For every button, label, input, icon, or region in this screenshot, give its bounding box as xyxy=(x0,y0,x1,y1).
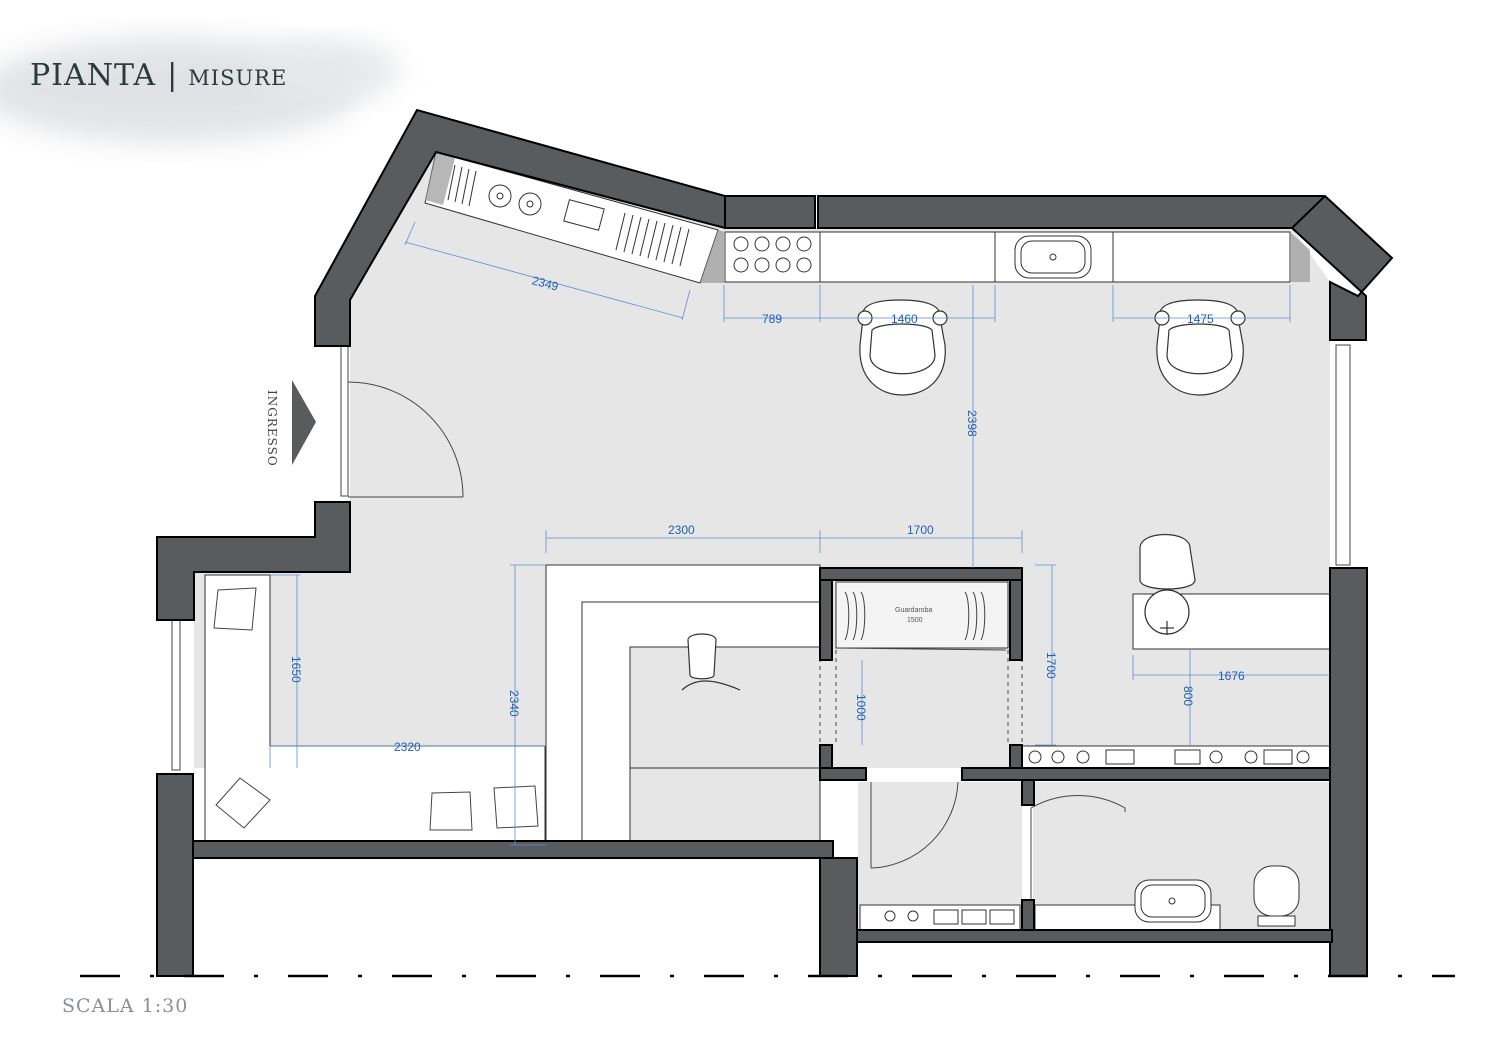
wall-mid-1 xyxy=(819,767,867,781)
wall-right-lower xyxy=(1329,567,1368,977)
title-main: PIANTA xyxy=(30,58,156,93)
bath-door-2 xyxy=(1030,795,1126,900)
entrance-arrow-icon xyxy=(292,380,316,465)
wall-left-step xyxy=(156,501,351,621)
title-separator: | xyxy=(167,58,178,93)
wall-mid-2 xyxy=(961,767,1331,781)
dim-2340: 2340 xyxy=(507,690,521,717)
dim-800: 800 xyxy=(1181,686,1195,706)
entrance-door-swing xyxy=(347,381,464,498)
hatch-ends xyxy=(425,152,1310,283)
chair-desk xyxy=(1139,533,1196,635)
dim-2349: 2349 xyxy=(530,273,560,294)
wall-bath-divider xyxy=(1021,899,1035,931)
wall-top-2 xyxy=(817,195,1324,229)
wall-mid-5 xyxy=(1009,744,1023,769)
chair-counter xyxy=(681,633,741,691)
page-title: PIANTA | MISURE xyxy=(30,58,287,93)
sink-top xyxy=(1014,235,1092,279)
wardrobe-label: Guardaroba xyxy=(895,607,932,614)
bath-counter-left xyxy=(859,904,1021,931)
entrance-label: INGRESSO xyxy=(265,390,279,467)
armchair-1 xyxy=(857,299,948,396)
wall-wardrobe-left xyxy=(819,567,833,661)
dim-1475: 1475 xyxy=(1187,312,1214,326)
dimension-labels: 2349 789 1460 1475 2398 2300 1700 1650 2… xyxy=(289,273,1245,754)
dim-2398: 2398 xyxy=(965,410,979,437)
doors xyxy=(171,344,1351,900)
hob-top xyxy=(733,236,812,273)
wall-wardrobe-top xyxy=(819,567,1023,581)
title-subtitle: MISURE xyxy=(188,66,288,90)
wall-bottom xyxy=(192,840,834,859)
dim-1700-v: 1700 xyxy=(1044,652,1058,679)
kitchen-details xyxy=(447,164,1114,282)
dim-1460: 1460 xyxy=(891,312,918,326)
bathroom-fixtures xyxy=(884,749,1310,927)
wall-bath-left xyxy=(819,857,858,977)
scale-label: SCALA 1:30 xyxy=(62,995,189,1017)
dim-2320: 2320 xyxy=(394,740,421,754)
dim-789: 789 xyxy=(762,312,782,326)
wall-angled-left xyxy=(314,108,726,347)
bench-bottom xyxy=(629,767,821,846)
dimension-lines xyxy=(269,221,1330,846)
toilet xyxy=(1253,865,1300,917)
counter-lower-right xyxy=(1021,745,1331,769)
dim-1700-h: 1700 xyxy=(907,523,934,537)
wall-mid-3 xyxy=(1021,779,1035,806)
dim-1000: 1000 xyxy=(854,694,868,721)
dim-1676: 1676 xyxy=(1218,669,1245,683)
dim-1650: 1650 xyxy=(289,656,303,683)
wall-left-lower xyxy=(156,773,194,977)
shelf-lines-left xyxy=(447,164,477,207)
wall-bath-bottom xyxy=(856,929,1333,943)
wardrobe-hangers xyxy=(837,591,1007,651)
header-wash xyxy=(0,38,400,142)
dim-2300: 2300 xyxy=(668,523,695,537)
bath-door-1 xyxy=(870,781,959,869)
wardrobe-size-label: 1500 xyxy=(907,617,923,624)
wall-corner-right xyxy=(1290,194,1394,341)
kitchen-counter-top xyxy=(724,231,1291,283)
walls xyxy=(156,108,1394,977)
armchair-2 xyxy=(1154,299,1246,396)
wall-top xyxy=(724,195,816,229)
shelf-lines-right xyxy=(615,212,690,267)
armchairs xyxy=(681,299,1246,691)
pillows xyxy=(213,587,539,831)
wall-wardrobe-right xyxy=(1009,567,1023,661)
wall-mid-4 xyxy=(819,744,833,769)
